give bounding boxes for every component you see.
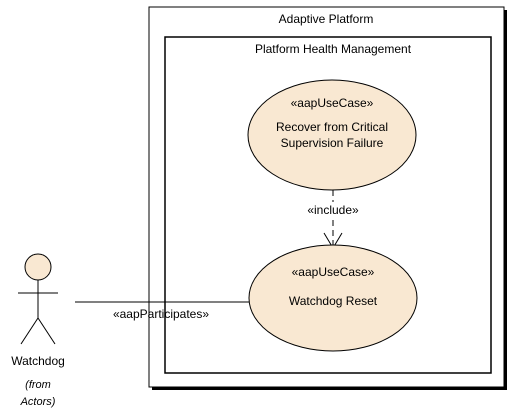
actor-head[interactable] — [24, 253, 52, 281]
use-case-recover-stereotype: «aapUseCase» — [291, 96, 374, 110]
actor-origin-line2: Actors) — [20, 396, 56, 408]
actor-watchdog[interactable]: Watchdog (from Actors) — [11, 253, 65, 408]
actor-right-leg — [37, 317, 56, 345]
use-case-recover[interactable]: «aapUseCase» Recover from Critical Super… — [247, 79, 417, 191]
include-label-bg — [298, 202, 368, 217]
use-case-watchdog-reset[interactable]: «aapUseCase» Watchdog Reset — [248, 244, 418, 352]
include-label: «include» — [307, 203, 359, 217]
participates-label: «aapParticipates» — [113, 307, 209, 321]
use-case-watchdog-reset-stereotype: «aapUseCase» — [292, 265, 375, 279]
participates-relation: «aapParticipates» — [75, 301, 250, 321]
use-case-recover-name-line2: Supervision Failure — [281, 136, 384, 150]
use-case-watchdog-reset-name: Watchdog Reset — [289, 294, 378, 308]
use-case-recover-ellipse[interactable] — [247, 79, 417, 191]
actor-origin-line1: (from — [25, 379, 51, 391]
actor-name: Watchdog — [11, 354, 65, 368]
include-relation: «include» — [298, 190, 368, 249]
actor-left-leg — [20, 317, 39, 345]
inner-boundary-title: Platform Health Management — [255, 42, 412, 56]
use-case-watchdog-reset-ellipse[interactable] — [248, 244, 418, 352]
use-case-recover-name-line1: Recover from Critical — [276, 120, 388, 134]
outer-boundary-title: Adaptive Platform — [279, 12, 374, 26]
